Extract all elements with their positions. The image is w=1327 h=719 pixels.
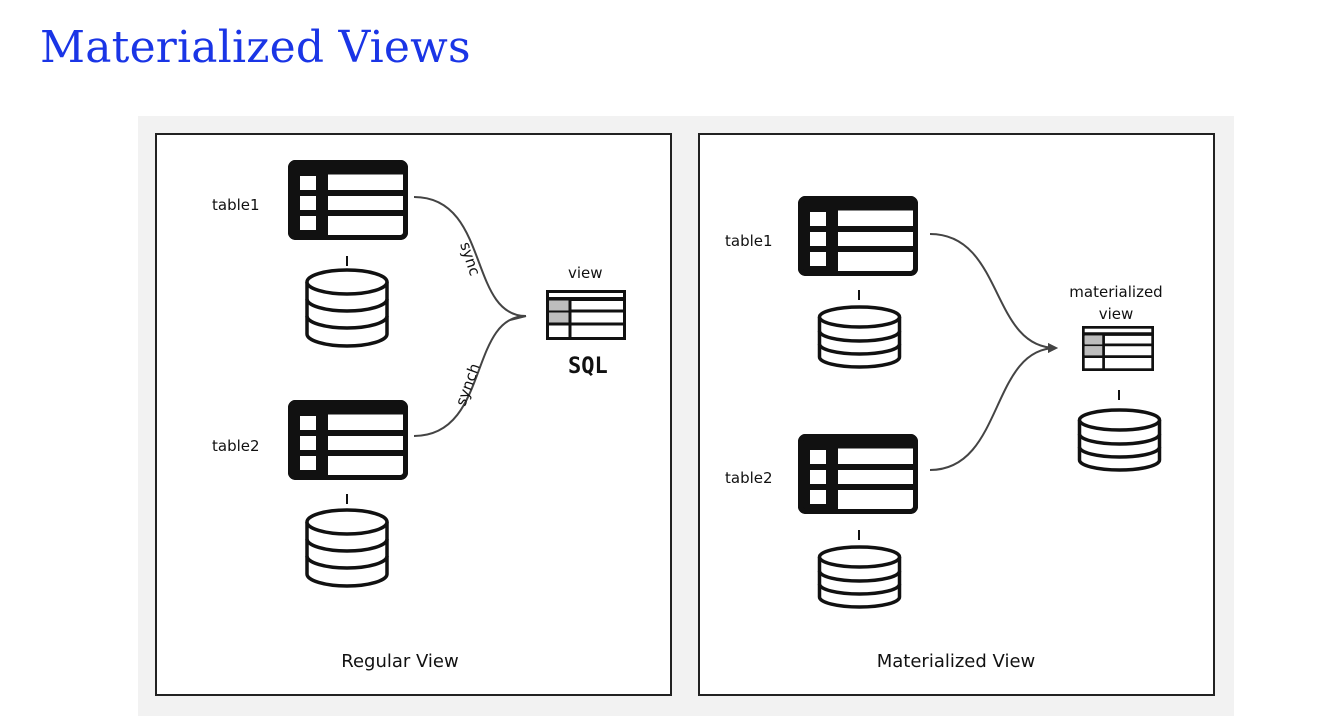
materialized-view-panel: table1 table2 materialized view Material… <box>698 133 1215 696</box>
materialized-table1-database-icon <box>817 305 902 369</box>
edge-junction <box>509 315 527 321</box>
sync-edge-top <box>413 196 527 317</box>
materialized-view-database-icon <box>1077 408 1162 472</box>
regular-table2-database-icon <box>305 508 389 588</box>
materialized-view-table-icon <box>1081 325 1155 372</box>
materialized-table1-icon <box>801 199 916 274</box>
materialized-table2-label: table2 <box>725 469 773 487</box>
refresh-arrow-top <box>929 233 1058 353</box>
view-table-icon <box>545 289 627 341</box>
materialized-view-caption: Materialized View <box>877 651 1036 672</box>
regular-table1-database-icon <box>305 268 389 348</box>
diagram-canvas: table1 table2 sync synch view SQL Regula… <box>155 133 1215 696</box>
materialized-table2-icon <box>801 437 916 512</box>
sync-edge-bottom <box>413 315 527 437</box>
regular-table1-icon <box>291 163 406 238</box>
regular-view-panel: table1 table2 sync synch view SQL Regula… <box>155 133 672 696</box>
materialized-view-label-line2: view <box>1099 305 1134 323</box>
regular-table2-icon <box>291 403 406 478</box>
sql-label: SQL <box>568 354 608 379</box>
materialized-table1-label: table1 <box>725 232 773 250</box>
materialized-view-label-line1: materialized <box>1069 283 1162 301</box>
refresh-arrow-bottom <box>929 343 1058 471</box>
regular-table2-label: table2 <box>212 437 260 455</box>
view-label: view <box>568 264 603 282</box>
regular-view-caption: Regular View <box>341 651 458 672</box>
regular-table1-label: table1 <box>212 196 260 214</box>
page-title: Materialized Views <box>40 22 471 73</box>
diagram-figure: table1 table2 sync synch view SQL Regula… <box>138 116 1234 716</box>
materialized-table2-database-icon <box>817 545 902 609</box>
